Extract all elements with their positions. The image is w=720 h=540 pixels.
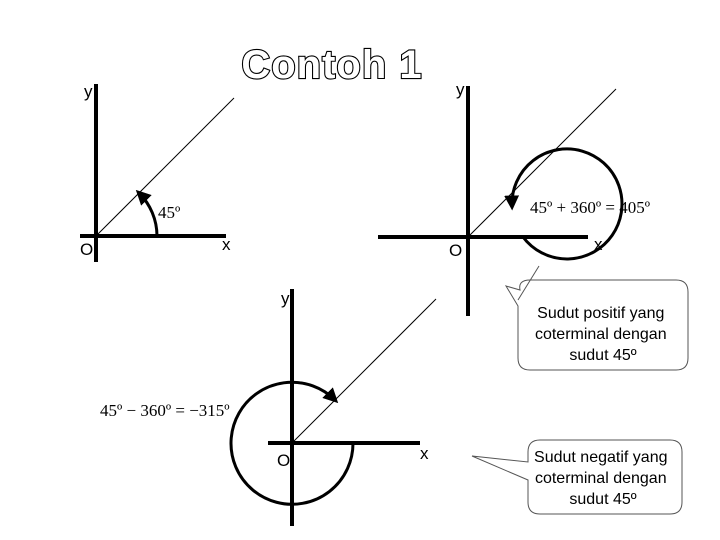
- callout-text: Sudut negatif yang coterminal dengan sud…: [534, 449, 672, 508]
- origin-label: O: [449, 241, 462, 260]
- terminal-ray: [95, 97, 235, 237]
- callout-line-1: Sudut positif yang: [537, 305, 664, 322]
- angle-arc-arrow: [504, 147, 624, 261]
- callout-line-1: Sudut negatif yang: [534, 449, 667, 466]
- angle-arc-arrow: [135, 189, 159, 237]
- origin-label: O: [80, 240, 93, 259]
- origin-label: O: [277, 451, 290, 470]
- x-axis-label: x: [594, 235, 603, 254]
- callout-line-2: coterminal dengan: [535, 326, 667, 343]
- callout-pointer: [517, 265, 540, 301]
- diagram-45-degrees: y x O 45º: [80, 82, 235, 262]
- callout-line-2: coterminal dengan: [535, 470, 667, 487]
- x-axis-label: x: [420, 444, 429, 463]
- callout-text: Sudut positif yang coterminal dengan sud…: [535, 305, 671, 364]
- terminal-ray: [291, 298, 437, 444]
- diagram-minus-315-degrees: y x O 45º − 360º = −315º: [100, 289, 437, 526]
- callout-positive: Sudut positif yang coterminal dengan sud…: [504, 265, 689, 371]
- callout-line-3: sudut 45º: [569, 491, 636, 508]
- y-axis-label: y: [281, 289, 290, 308]
- y-axis-label: y: [456, 80, 465, 99]
- angle-arc-arrow: [229, 380, 355, 506]
- slide-title: Contoh 1: [241, 43, 422, 87]
- angle-label: 45º + 360º = 405º: [530, 198, 650, 217]
- callout-bubble: [504, 279, 689, 371]
- callout-bubble: [471, 439, 683, 515]
- diagram-405-degrees: y x O 45º + 360º = 405º: [378, 80, 650, 316]
- callout-negative: Sudut negatif yang coterminal dengan sud…: [471, 439, 683, 515]
- callout-line-3: sudut 45º: [569, 347, 636, 364]
- angle-label: 45º − 360º = −315º: [100, 401, 230, 420]
- angle-label: 45º: [158, 203, 180, 222]
- terminal-ray: [467, 88, 617, 238]
- y-axis-label: y: [84, 82, 93, 101]
- x-axis-label: x: [222, 235, 231, 254]
